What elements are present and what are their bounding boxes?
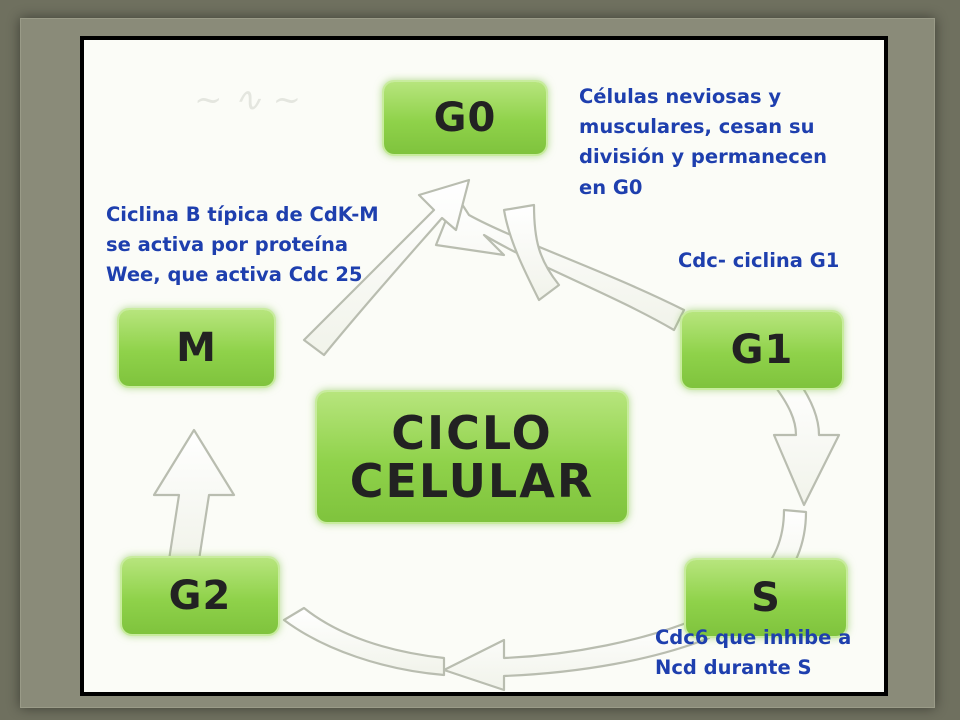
stage-m-box: M [119, 310, 274, 386]
annotation-g0-line-1: Células neviosas y [579, 85, 782, 108]
diagram-image-panel: ~ ∿ ~ [80, 36, 888, 696]
annotation-m-line-1: Ciclina B típica de CdK-M [106, 203, 379, 226]
stage-g0-box: G0 [384, 82, 546, 154]
stage-s-label: S [751, 575, 781, 621]
annotation-g0-line-3: división y permanecen [579, 145, 827, 169]
annotation-m-line-2: se activa por proteína [106, 233, 349, 257]
arrow-g1-to-s [772, 373, 841, 507]
annotation-g1-line: Cdc- ciclina G1 [678, 249, 840, 272]
annotation-g0-note: Células neviosas y musculares, cesan su … [579, 82, 827, 203]
arrow-g2-to-m [152, 428, 236, 562]
cycle-center-box: CICLO CELULAR [317, 392, 627, 522]
stage-s-box: S [686, 560, 846, 636]
center-line-1: CICLO [391, 405, 553, 460]
cycle-arrows [152, 178, 841, 692]
arrow-g1-to-g0 [434, 193, 686, 332]
stage-m-label: M [176, 325, 217, 371]
arrow-s-to-g2 [442, 618, 711, 692]
annotation-g0-line-4: en G0 [579, 175, 643, 199]
center-line-2: CELULAR [349, 454, 595, 508]
annotation-s-line-2: Ncd durante S [655, 656, 812, 680]
stage-g2-box: G2 [122, 558, 278, 634]
arrow-g2-bottom-curve [282, 606, 446, 677]
annotation-s-note: Cdc6 que inhibe a Ncd durante S [655, 623, 851, 683]
annotation-m-line-3: Wee, que activa Cdc 25 [106, 263, 363, 287]
faint-background-marks: ~ ∿ ~ [194, 80, 302, 120]
annotation-g1-note: Cdc- ciclina G1 [678, 246, 839, 276]
stage-g2-label: G2 [168, 573, 232, 619]
diagram-canvas: ~ ∿ ~ [84, 40, 884, 692]
stage-g0-label: G0 [433, 95, 497, 141]
annotation-s-line-1: Cdc6 que inhibe a [655, 626, 852, 649]
annotation-m-note: Ciclina B típica de CdK-M se activa por … [106, 200, 379, 291]
arrow-g0-return [502, 203, 561, 302]
annotation-g0-line-2: musculares, cesan su [579, 115, 815, 139]
arrow-m-to-g0 [302, 178, 471, 357]
stage-g1-label: G1 [730, 327, 794, 373]
stage-g1-box: G1 [682, 312, 842, 388]
